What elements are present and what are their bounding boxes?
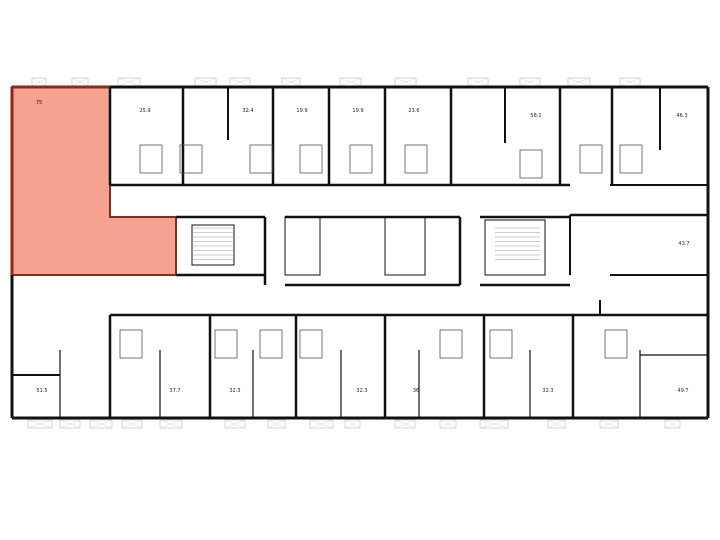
window [224,419,246,429]
elevator-shaft [384,216,426,276]
window [309,419,334,429]
walls [10,85,710,420]
bathroom [299,329,323,359]
apartment-area: 25.9 [139,108,150,114]
window-cross [599,419,619,429]
window-cross [394,419,416,429]
window [439,419,457,429]
apartment-area: 32.3 [356,388,367,394]
window-cross [59,419,81,429]
apartment-area: 32.3 [229,388,240,394]
bathroom [604,329,628,359]
bathroom [249,144,273,174]
bathroom [214,329,238,359]
window-cross [281,77,301,87]
window [89,419,113,429]
bathroom [139,144,163,174]
bathroom [619,144,643,174]
window [599,419,619,429]
window-cross [117,77,141,87]
window-cross [31,77,47,87]
apartment-area: 37.7 [169,388,180,394]
bathroom [349,144,373,174]
apartment-area-selected: 75 [36,100,42,106]
window-cross [394,77,417,87]
stairwell [191,224,235,266]
window [664,419,681,429]
window [59,419,81,429]
window [344,419,361,429]
building-core [119,144,643,359]
window [159,419,183,429]
apartment-selected[interactable] [11,86,177,276]
bathroom [259,329,283,359]
window-cross [121,419,143,429]
bathroom [579,144,603,174]
window-cross [159,419,183,429]
bathroom [179,144,203,174]
window-cross [71,77,89,87]
apartment-area: 43.7 [678,241,689,247]
apartment-area: 23.6 [408,108,419,114]
window-cross [519,77,541,87]
window [394,419,416,429]
apartment-area: 36 [413,388,419,394]
area-labels: 75 25.9 32.4 19.9 19.9 23.6 58.1 46.3 43… [36,100,690,394]
window-cross [619,77,641,87]
apartment-area: 49.7 [677,388,688,394]
window-cross [664,419,681,429]
window [267,419,286,429]
apartment-area: 32.3 [542,388,553,394]
window-cross [344,419,361,429]
window-cross [467,77,489,87]
bathroom [519,149,543,179]
apartment-area: 46.3 [676,113,687,119]
window-cross [567,77,591,87]
window-cross [89,419,113,429]
window [547,419,566,429]
bathroom [404,144,428,174]
window-cross [194,77,217,87]
bathroom [299,144,323,174]
window-cross [27,419,53,429]
window-cross [547,419,566,429]
window-cross [339,77,362,87]
bathroom [439,329,463,359]
bathroom [489,329,513,359]
apartment-area: 58.1 [530,113,541,119]
bathroom [119,329,143,359]
window-cross [267,419,286,429]
window [121,419,143,429]
window-cross [224,419,246,429]
stairwell [484,219,546,276]
window-cross [479,419,509,429]
window-cross [309,419,334,429]
window [27,419,53,429]
window-cross [229,77,251,87]
window-cross [439,419,457,429]
apartment-area: 19.9 [352,108,363,114]
apartment-area: 51.5 [36,388,47,394]
window [479,419,509,429]
apartment-area: 32.4 [242,108,253,114]
elevator-shaft [284,216,321,276]
apartment-area: 19.9 [296,108,307,114]
